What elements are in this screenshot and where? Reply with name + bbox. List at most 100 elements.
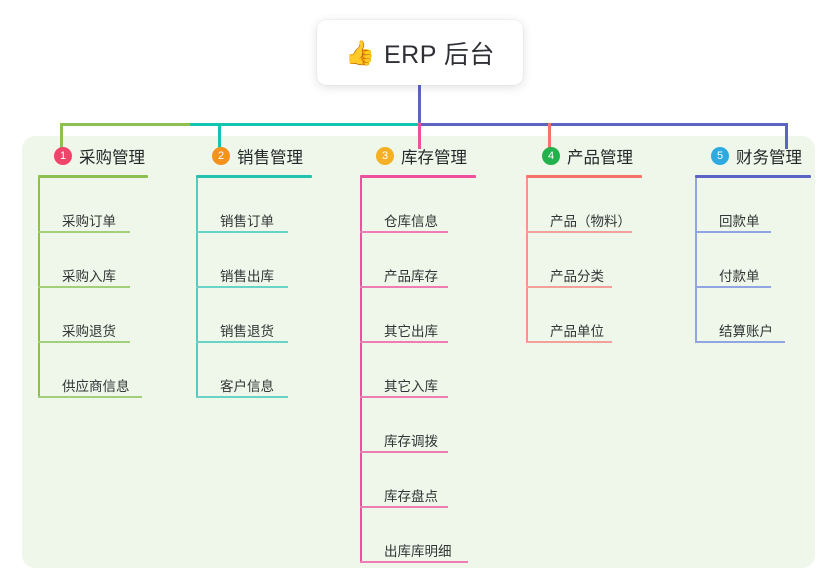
branch-badge-5: 5 [711,147,729,165]
leaf-label: 产品分类 [550,268,604,284]
list-item[interactable]: 库存调拨 [360,398,490,453]
list-item[interactable]: 产品库存 [360,233,490,288]
list-item[interactable]: 采购退货 [38,288,166,343]
list-item[interactable]: 销售退货 [196,288,324,343]
leaf-label: 结算账户 [719,323,773,339]
leaf-label: 产品库存 [384,268,438,284]
list-item[interactable]: 其它入库 [360,343,490,398]
list-item[interactable]: 付款单 [695,233,825,288]
leaf-label: 销售出库 [220,268,274,284]
leaf-rule [38,231,130,233]
drop-connector-2 [218,123,221,149]
list-item[interactable]: 其它出库 [360,288,490,343]
leaf-label: 回款单 [719,213,760,229]
leaf-rule [526,286,612,288]
root-node[interactable]: 👍 ERP 后台 [317,20,523,85]
leaf-label: 采购订单 [62,213,116,229]
list-item[interactable]: 采购入库 [38,233,166,288]
list-item[interactable]: 回款单 [695,178,825,233]
leaf-label: 客户信息 [220,378,274,394]
list-item[interactable]: 销售出库 [196,233,324,288]
list-item[interactable]: 供应商信息 [38,343,166,398]
leaf-label: 产品单位 [550,323,604,339]
branch-header-4[interactable]: 4 产品管理 [526,143,666,169]
branch-rule-1 [38,175,148,178]
list-item[interactable]: 出库库明细 [360,508,490,563]
branch-column-5: 5 财务管理 回款单 付款单 结算账户 [695,143,825,343]
leaf-rule [526,341,612,343]
leaf-rule [38,286,130,288]
branch-badge-3: 3 [376,147,394,165]
branch-column-3: 3 库存管理 仓库信息 产品库存 其它出库 其它入库 库存调拨 [360,143,490,563]
leaf-label: 产品（物料） [550,213,631,229]
leaf-rule [360,506,448,508]
branch-column-4: 4 产品管理 产品（物料） 产品分类 产品单位 [526,143,666,343]
leaf-rule [695,231,771,233]
drop-connector-1 [60,123,63,149]
leaf-label: 采购退货 [62,323,116,339]
list-item[interactable]: 产品（物料） [526,178,666,233]
leaf-label: 供应商信息 [62,378,130,394]
leaf-label: 其它入库 [384,378,438,394]
branch-badge-2: 2 [212,147,230,165]
list-item[interactable]: 仓库信息 [360,178,490,233]
leaf-label: 库存调拨 [384,433,438,449]
leaf-rule [196,231,288,233]
branch-header-1[interactable]: 1 采购管理 [38,143,166,169]
branch-spine-2 [196,178,198,398]
leaf-rule [360,231,448,233]
branch-title-5: 财务管理 [736,149,802,167]
branch-rule-4 [526,175,642,178]
leaf-label: 仓库信息 [384,213,438,229]
branch-leaves-4: 产品（物料） 产品分类 产品单位 [526,178,666,343]
leaf-rule [360,396,448,398]
leaf-rule [196,286,288,288]
branch-spine-5 [695,178,697,343]
leaf-label: 其它出库 [384,323,438,339]
leaf-rule [526,231,632,233]
bus-segment-green [60,123,191,126]
list-item[interactable]: 销售订单 [196,178,324,233]
thumbs-up-icon: 👍 [345,38,375,67]
branch-header-5[interactable]: 5 财务管理 [695,143,825,169]
leaf-rule [360,451,448,453]
leaf-label: 采购入库 [62,268,116,284]
leaf-rule [360,561,468,563]
leaf-label: 出库库明细 [384,543,452,559]
leaf-label: 库存盘点 [384,488,438,504]
branch-spine-4 [526,178,528,343]
branch-leaves-3: 仓库信息 产品库存 其它出库 其它入库 库存调拨 库存盘点 [360,178,490,563]
branch-spine-3 [360,178,362,563]
list-item[interactable]: 产品分类 [526,233,666,288]
branch-title-1: 采购管理 [79,149,145,167]
leaf-label: 销售退货 [220,323,274,339]
branch-spine-1 [38,178,40,398]
branch-rule-5 [695,175,811,178]
leaf-label: 付款单 [719,268,760,284]
leaf-rule [695,286,771,288]
leaf-rule [196,396,288,398]
list-item[interactable]: 采购订单 [38,178,166,233]
branch-header-3[interactable]: 3 库存管理 [360,143,490,169]
leaf-rule [38,341,130,343]
list-item[interactable]: 结算账户 [695,288,825,343]
leaf-label: 销售订单 [220,213,274,229]
drop-connector-5 [785,123,788,149]
branch-leaves-2: 销售订单 销售出库 销售退货 客户信息 [196,178,324,398]
list-item[interactable]: 产品单位 [526,288,666,343]
root-node-title: ERP 后台 [383,40,495,69]
branch-rule-2 [196,175,312,178]
root-node-content: 👍 ERP 后台 [345,35,495,71]
list-item[interactable]: 客户信息 [196,343,324,398]
branch-rule-3 [360,175,476,178]
bus-segment-teal [190,123,419,126]
leaf-rule [695,341,785,343]
list-item[interactable]: 库存盘点 [360,453,490,508]
branch-title-2: 销售管理 [237,149,303,167]
branch-header-2[interactable]: 2 销售管理 [196,143,324,169]
branches-panel [22,136,815,568]
branch-column-2: 2 销售管理 销售订单 销售出库 销售退货 客户信息 [196,143,324,398]
drop-connector-3 [418,123,421,149]
leaf-rule [360,286,448,288]
bus-segment-blue [418,123,788,126]
